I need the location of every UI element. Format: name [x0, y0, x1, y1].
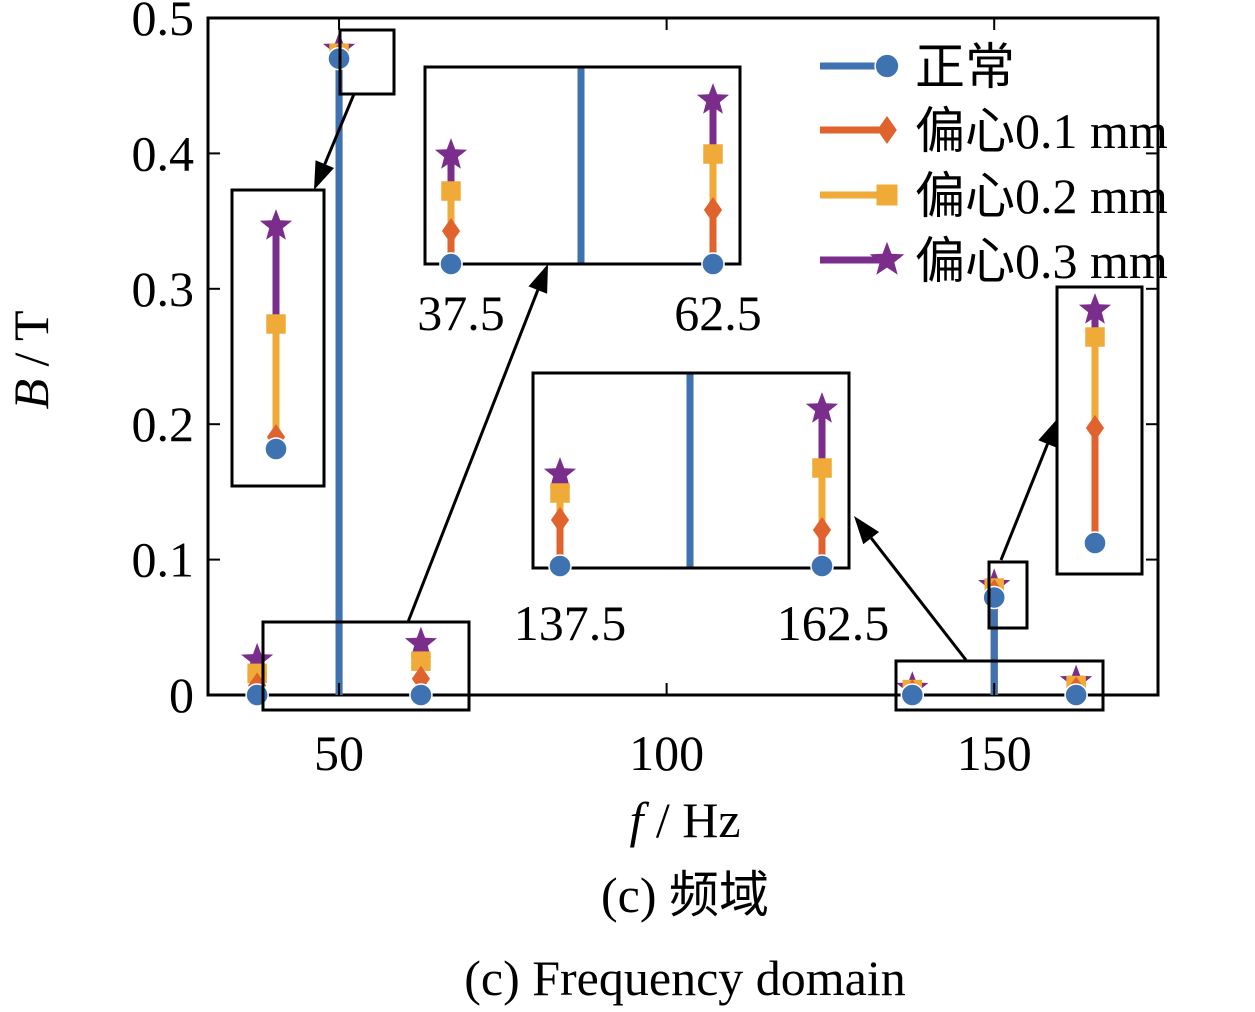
highlight-peak-150	[987, 560, 1029, 630]
inset-sidebands-50-marker-circle	[701, 252, 725, 276]
y-axis-unit: / T	[3, 310, 59, 366]
callout-arrow-sidebands-50	[406, 264, 548, 623]
inset-sidebands-150-marker-star	[543, 457, 577, 488]
inset-sidebands-150	[531, 371, 851, 578]
inset-peak-150	[1055, 285, 1144, 576]
y-tick-label: 0.5	[132, 0, 195, 46]
inset-peak-150-marker-star	[1078, 293, 1112, 324]
x-tick-label: 100	[629, 725, 704, 781]
inset-sidebands-50-marker-diamond	[703, 197, 723, 223]
caption-zh: (c) 频域	[601, 867, 769, 923]
legend-marker-square	[876, 184, 898, 206]
legend-entry-square: 偏心0.2 mm	[820, 168, 1168, 224]
inset-peak-150-marker-circle	[1083, 531, 1107, 555]
inset-sidebands-150-marker-diamond	[550, 507, 570, 533]
y-tick-label: 0	[169, 667, 194, 723]
inset-sidebands-50-marker-square	[703, 144, 723, 164]
inset-sidebands-50-marker-circle	[439, 252, 463, 276]
inset-peak-50-marker-square	[266, 314, 286, 334]
x-axis-unit: / Hz	[656, 792, 741, 848]
callout-arrow-peak-150	[999, 418, 1058, 561]
inset-sidebands-150-marker-square	[550, 483, 570, 503]
inset-sidebands-50-marker-diamond	[441, 218, 461, 244]
highlight-sidebands-50	[261, 620, 471, 712]
inset-peak-150-marker-diamond	[1085, 415, 1105, 441]
ticks-layer: 0 0.1 0.2 0.3 0.4 0.5 50 100 150	[132, 0, 1158, 781]
legend-marker-diamond	[877, 116, 897, 144]
inset-sidebands-150-marker-diamond	[812, 517, 832, 543]
y-axis-var: B	[3, 379, 59, 410]
inset-label-62-5: 62.5	[674, 285, 762, 341]
inset-sidebands-50-marker-star	[696, 83, 730, 114]
inset-peak-150-marker-square	[1085, 327, 1105, 347]
inset-label-162-5: 162.5	[777, 595, 890, 651]
legend-label: 偏心0.3 mm	[915, 233, 1168, 289]
x-tick-label: 50	[314, 725, 364, 781]
marker-star-62.5	[404, 626, 437, 658]
inset-sidebands-50-marker-star	[434, 138, 468, 169]
inset-label-37-5: 37.5	[417, 285, 505, 341]
y-axis-label: B / T	[3, 310, 59, 409]
marker-circle-150	[982, 585, 1007, 610]
x-tick-label: 150	[957, 725, 1032, 781]
x-axis-var: f	[629, 792, 649, 848]
inset-label-137-5: 137.5	[514, 595, 627, 651]
callouts-layer	[261, 28, 1105, 712]
legend-marker-star	[869, 241, 905, 275]
y-tick-label: 0.1	[132, 532, 195, 588]
inset-sidebands-50-marker-square	[441, 181, 461, 201]
y-tick-label: 0.3	[132, 261, 195, 317]
highlight-sidebands-150	[894, 659, 1105, 712]
caption-en: (c) Frequency domain	[464, 950, 906, 1006]
legend-label: 偏心0.1 mm	[915, 103, 1168, 159]
legend-label: 偏心0.2 mm	[915, 168, 1168, 224]
legend-entry-star: 偏心0.3 mm	[820, 233, 1168, 289]
legend-label: 正常	[915, 39, 1015, 95]
inset-peak-50-marker-star	[259, 209, 293, 240]
legend-marker-circle	[874, 53, 900, 79]
inset-sidebands-150-marker-star	[805, 392, 839, 423]
insets-layer: 37.5 62.5 137.5 162.5	[230, 65, 1144, 651]
inset-sidebands-150-marker-square	[812, 458, 832, 478]
callout-arrow-peak-50	[314, 93, 356, 190]
inset-sidebands-50	[423, 65, 742, 276]
y-tick-label: 0.2	[132, 396, 195, 452]
legend-entry-circle: 正常	[820, 39, 1015, 95]
marker-square-62.5	[411, 651, 431, 671]
plot-frame	[206, 16, 1160, 697]
marker-circle-162.5	[1064, 683, 1088, 707]
y-tick-label: 0.4	[132, 125, 195, 181]
highlight-peak-50	[338, 28, 396, 96]
x-axis-label: f / Hz	[629, 792, 740, 848]
inset-sidebands-150-marker-circle	[548, 554, 572, 578]
marker-circle-137.5	[900, 683, 925, 707]
callout-arrow-sidebands-150	[854, 516, 968, 661]
markers-layer	[241, 32, 1093, 707]
inset-sidebands-150-marker-circle	[810, 554, 834, 578]
marker-star-37.5	[241, 642, 274, 674]
inset-peak-50-marker-circle	[264, 437, 288, 461]
legend-entry-diamond: 偏心0.1 mm	[820, 103, 1168, 159]
marker-circle-37.5	[245, 683, 269, 707]
inset-peak-50	[230, 188, 326, 488]
marker-circle-62.5	[409, 683, 433, 707]
